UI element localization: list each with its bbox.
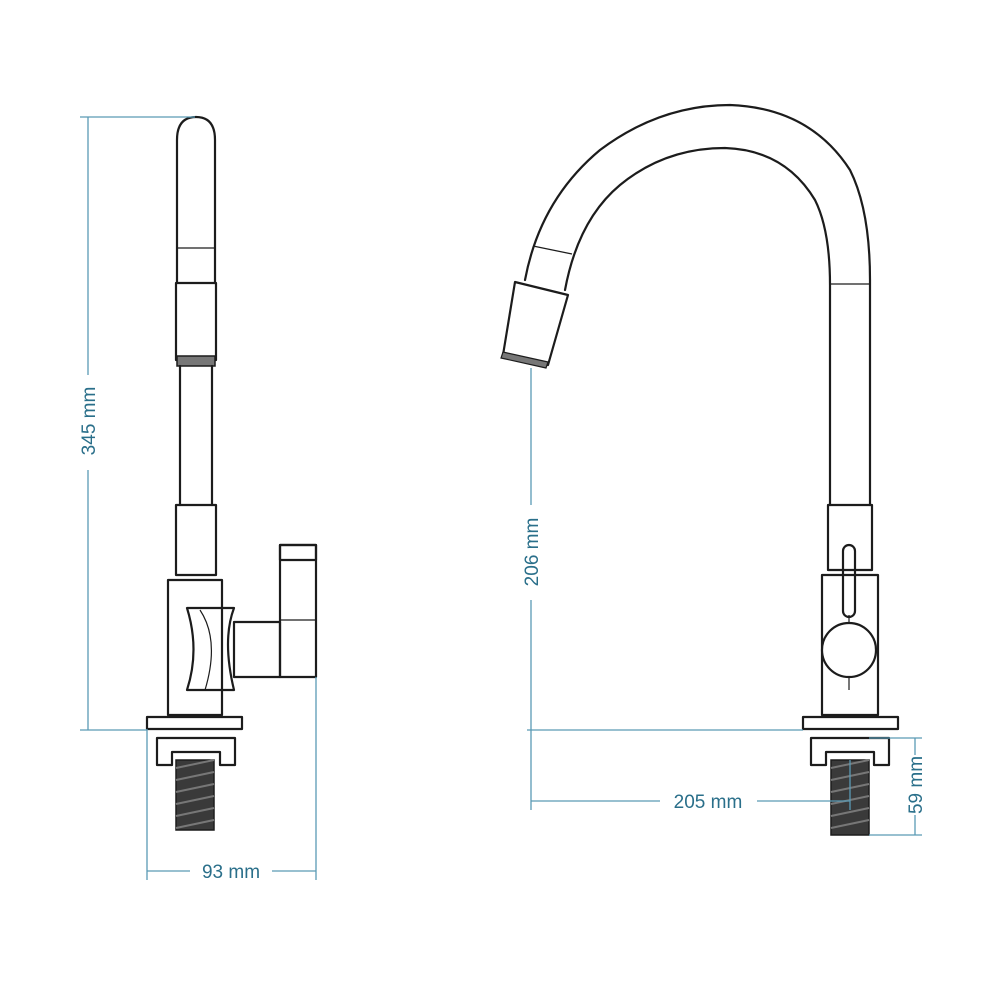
front-handle-ring bbox=[820, 621, 878, 679]
front-spout-outer bbox=[523, 103, 872, 507]
side-threaded-stud bbox=[175, 759, 215, 831]
side-lever-body bbox=[278, 543, 318, 679]
front-base-plate bbox=[801, 715, 900, 731]
front-lever-stem bbox=[841, 543, 857, 619]
side-base-plate bbox=[145, 715, 244, 731]
side-lever-cap bbox=[278, 543, 318, 562]
side-dimensions: 345 mm 93 mm bbox=[79, 116, 317, 883]
reach-label: 205 mm bbox=[674, 792, 743, 813]
side-stem bbox=[178, 364, 214, 507]
side-joint bbox=[185, 606, 236, 692]
side-collar bbox=[174, 503, 218, 577]
front-spout-inner bbox=[563, 146, 832, 507]
side-spray-nozzle bbox=[176, 355, 216, 367]
front-view bbox=[500, 103, 900, 836]
front-collar bbox=[826, 503, 874, 572]
spout-height-label: 206 mm bbox=[522, 518, 543, 587]
side-body bbox=[166, 578, 224, 717]
front-spray-nozzle bbox=[500, 351, 549, 369]
thread-length-label: 59 mm bbox=[906, 756, 927, 814]
side-spray-head bbox=[174, 281, 218, 362]
side-cartridge bbox=[232, 620, 282, 679]
front-spray-head bbox=[501, 280, 570, 367]
front-body bbox=[820, 573, 880, 717]
height-total-label: 345 mm bbox=[79, 387, 100, 456]
front-mount-clamp bbox=[809, 736, 891, 767]
width-side-label: 93 mm bbox=[202, 862, 260, 883]
front-dimensions: 206 mm 205 mm 59 mm bbox=[522, 368, 927, 836]
side-spout-tube bbox=[175, 115, 217, 285]
side-view bbox=[145, 115, 318, 831]
side-mount-clamp bbox=[155, 736, 237, 767]
